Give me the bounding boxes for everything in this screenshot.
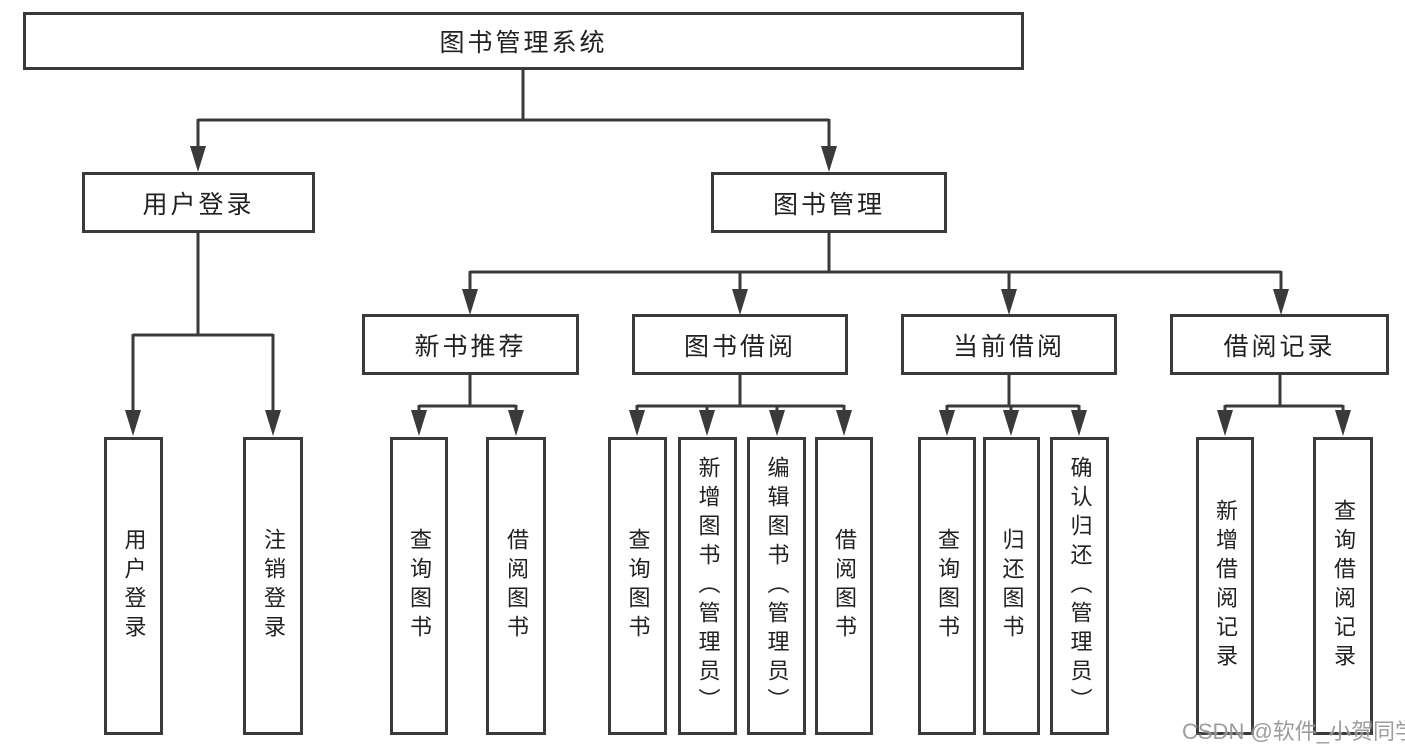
- leaf-confirm-return-admin: 确认归还（管理员）: [1050, 437, 1109, 735]
- leaf-query-borrow-record-label: 查询借阅记录: [1331, 499, 1356, 673]
- leaf-query-books-current-label: 查询图书: [935, 528, 960, 644]
- connector-root-to-level2: [196, 69, 831, 148]
- leaf-confirm-return-admin-label: 确认归还（管理员）: [1067, 455, 1093, 717]
- node-new-book-recommend-label: 新书推荐: [414, 332, 527, 361]
- node-root-label: 图书管理系统: [439, 29, 608, 57]
- connector-borrowing-records-to-leaves: [1223, 374, 1345, 412]
- leaf-edit-book-admin-label: 编辑图书（管理员）: [764, 455, 790, 717]
- leaf-return-books: 归还图书: [983, 437, 1040, 735]
- leaf-user-login-label: 用户登录: [121, 528, 147, 644]
- arrowheads-book-borrowing-leaves: [629, 410, 852, 436]
- leaf-user-login: 用户登录: [104, 437, 163, 735]
- leaf-logout: 注销登录: [243, 437, 303, 735]
- leaf-borrow-books-recommend-label: 借阅图书: [504, 528, 529, 644]
- connector-user-login-to-leaves: [131, 232, 275, 412]
- node-borrowing-records-label: 借阅记录: [1223, 332, 1336, 361]
- node-borrowing-records: 借阅记录: [1170, 314, 1389, 375]
- node-book-management-label: 图书管理: [772, 190, 885, 219]
- leaf-return-books-label: 归还图书: [999, 528, 1025, 644]
- csdn-watermark: CSDN @软件_小贺同学: [1182, 719, 1405, 744]
- node-book-borrowing: 图书借阅: [632, 314, 848, 375]
- node-user-login: 用户登录: [82, 172, 315, 233]
- leaf-logout-label: 注销登录: [261, 528, 286, 644]
- node-book-borrowing-label: 图书借阅: [683, 332, 796, 361]
- node-root: 图书管理系统: [23, 12, 1024, 70]
- leaf-query-books-current: 查询图书: [918, 437, 976, 735]
- leaf-query-books-borrowing-label: 查询图书: [625, 528, 651, 644]
- connector-new-book-recommend-to-leaves: [417, 374, 518, 412]
- arrowheads-borrowing-records-leaves: [1217, 410, 1351, 436]
- node-user-login-label: 用户登录: [142, 190, 255, 219]
- leaf-add-book-admin: 新增图书（管理员）: [678, 437, 737, 735]
- leaf-edit-book-admin: 编辑图书（管理员）: [747, 437, 806, 735]
- leaf-query-borrow-record: 查询借阅记录: [1313, 437, 1373, 735]
- node-new-book-recommend: 新书推荐: [362, 314, 579, 375]
- leaf-query-books-borrowing: 查询图书: [608, 437, 667, 735]
- leaf-borrow-books: 借阅图书: [815, 437, 873, 735]
- node-current-borrowing-label: 当前借阅: [952, 332, 1065, 361]
- leaf-borrow-books-recommend: 借阅图书: [486, 437, 546, 735]
- leaf-query-books-recommend-label: 查询图书: [407, 528, 432, 644]
- arrowheads-level3: [462, 289, 1289, 315]
- node-book-management: 图书管理: [711, 172, 947, 233]
- arrowheads-level2: [190, 146, 837, 172]
- connector-book-management-to-level3: [468, 232, 1283, 291]
- leaf-add-borrow-record: 新增借阅记录: [1196, 437, 1254, 735]
- leaf-borrow-books-label: 借阅图书: [832, 528, 857, 644]
- connector-current-borrowing-to-leaves: [945, 374, 1081, 412]
- arrowheads-new-book-recommend-leaves: [411, 410, 524, 436]
- leaf-add-borrow-record-label: 新增借阅记录: [1213, 499, 1238, 673]
- arrowheads-user-login-leaves: [125, 410, 281, 436]
- node-current-borrowing: 当前借阅: [901, 314, 1117, 375]
- leaf-query-books-recommend: 查询图书: [390, 437, 448, 735]
- connector-book-borrowing-to-leaves: [635, 374, 846, 412]
- leaf-add-book-admin-label: 新增图书（管理员）: [695, 455, 721, 717]
- arrowheads-current-borrowing-leaves: [939, 410, 1087, 436]
